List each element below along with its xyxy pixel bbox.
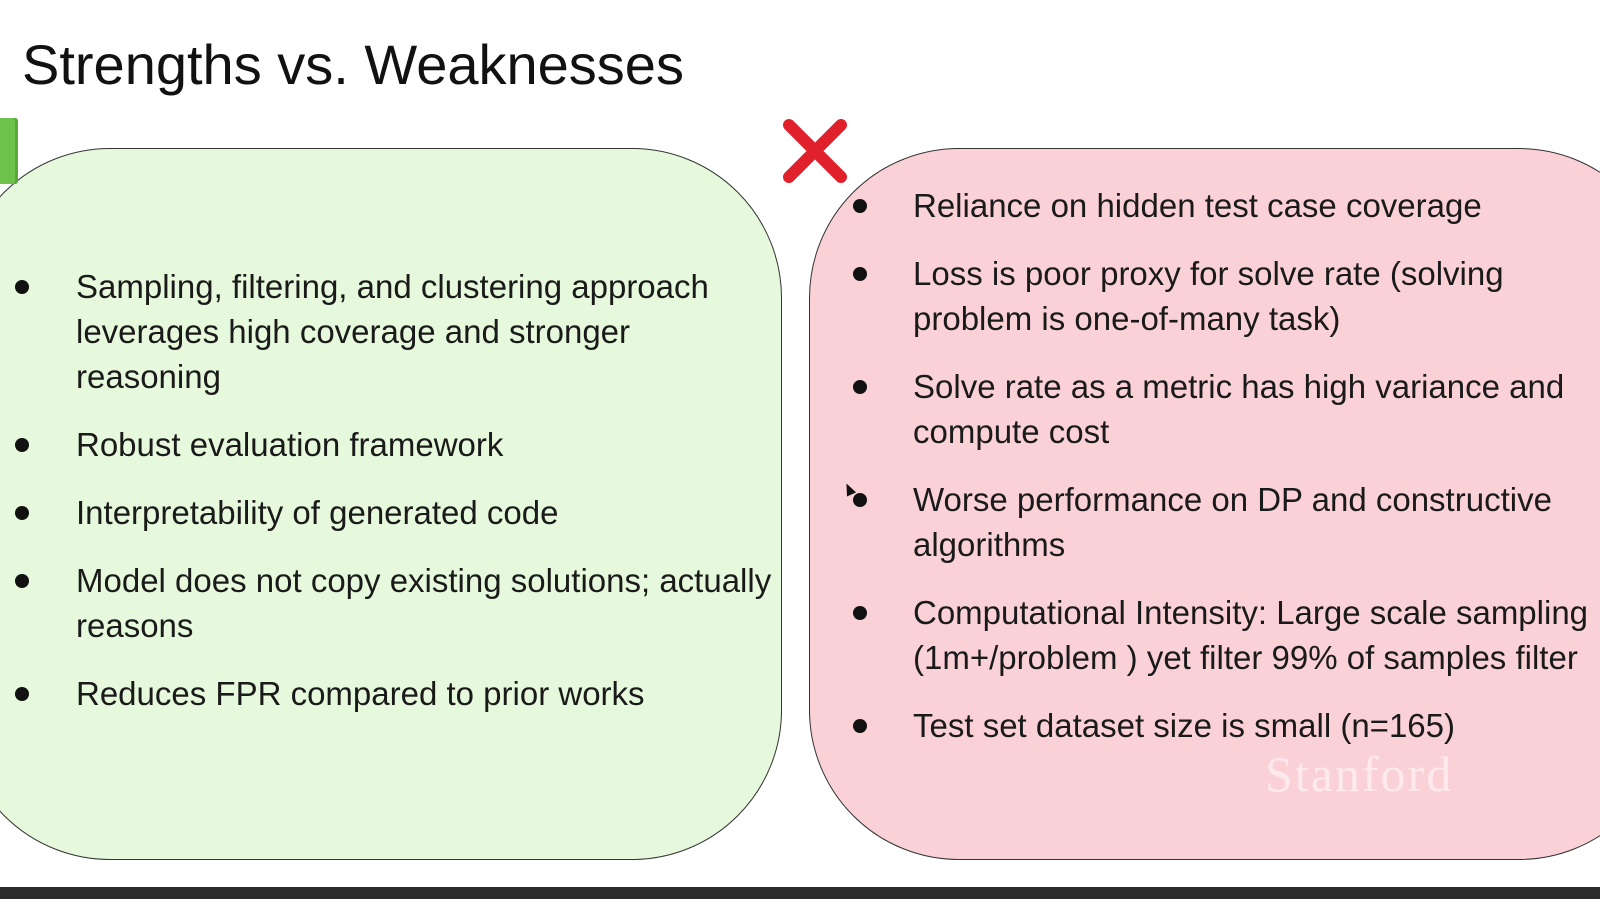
bullet-icon: [853, 606, 867, 620]
bullet-icon: [15, 438, 29, 452]
weakness-text: Worse performance on DP and constructive…: [913, 481, 1552, 563]
list-item: Reliance on hidden test case coverage: [853, 183, 1593, 228]
list-item: Worse performance on DP and constructive…: [853, 477, 1593, 567]
bullet-icon: [15, 574, 29, 588]
weaknesses-panel: [809, 148, 1600, 860]
weakness-text: Solve rate as a metric has high variance…: [913, 368, 1565, 450]
list-item: Test set dataset size is small (n=165): [853, 703, 1593, 748]
video-bottom-bar: [0, 887, 1600, 899]
strengths-panel: [0, 148, 782, 860]
bullet-icon: [15, 280, 29, 294]
list-item: Reduces FPR compared to prior works: [15, 671, 776, 716]
slide-title: Strengths vs. Weaknesses: [22, 33, 684, 96]
weakness-text: Test set dataset size is small (n=165): [913, 707, 1455, 744]
weakness-text: Reliance on hidden test case coverage: [913, 187, 1482, 224]
bullet-icon: [853, 199, 867, 213]
list-item: Sampling, filtering, and clustering appr…: [15, 264, 776, 399]
list-item: Loss is poor proxy for solve rate (solvi…: [853, 251, 1593, 341]
weaknesses-list: Reliance on hidden test case coverage Lo…: [853, 183, 1593, 771]
cross-mark-icon: [783, 119, 847, 183]
bullet-icon: [15, 506, 29, 520]
bullet-icon: [15, 687, 29, 701]
weakness-text: Computational Intensity: Large scale sam…: [913, 594, 1589, 676]
bullet-icon: [853, 267, 867, 281]
list-item: Robust evaluation framework: [15, 422, 776, 467]
list-item: Solve rate as a metric has high variance…: [853, 364, 1593, 454]
strength-text: Robust evaluation framework: [76, 426, 504, 463]
strength-text: Reduces FPR compared to prior works: [76, 675, 645, 712]
bullet-icon: [853, 380, 867, 394]
strength-text: Model does not copy existing solutions; …: [76, 562, 772, 644]
weakness-text: Loss is poor proxy for solve rate (solvi…: [913, 255, 1504, 337]
watermark: Stanford: [1265, 746, 1454, 802]
bullet-icon: [853, 493, 867, 507]
bullet-icon: [853, 719, 867, 733]
strength-text: Sampling, filtering, and clustering appr…: [76, 268, 709, 395]
list-item: Interpretability of generated code: [15, 490, 776, 535]
list-item: Computational Intensity: Large scale sam…: [853, 590, 1593, 680]
strengths-list: Sampling, filtering, and clustering appr…: [15, 264, 776, 739]
list-item: Model does not copy existing solutions; …: [15, 558, 776, 648]
strength-text: Interpretability of generated code: [76, 494, 559, 531]
check-mark-icon: [0, 118, 18, 184]
